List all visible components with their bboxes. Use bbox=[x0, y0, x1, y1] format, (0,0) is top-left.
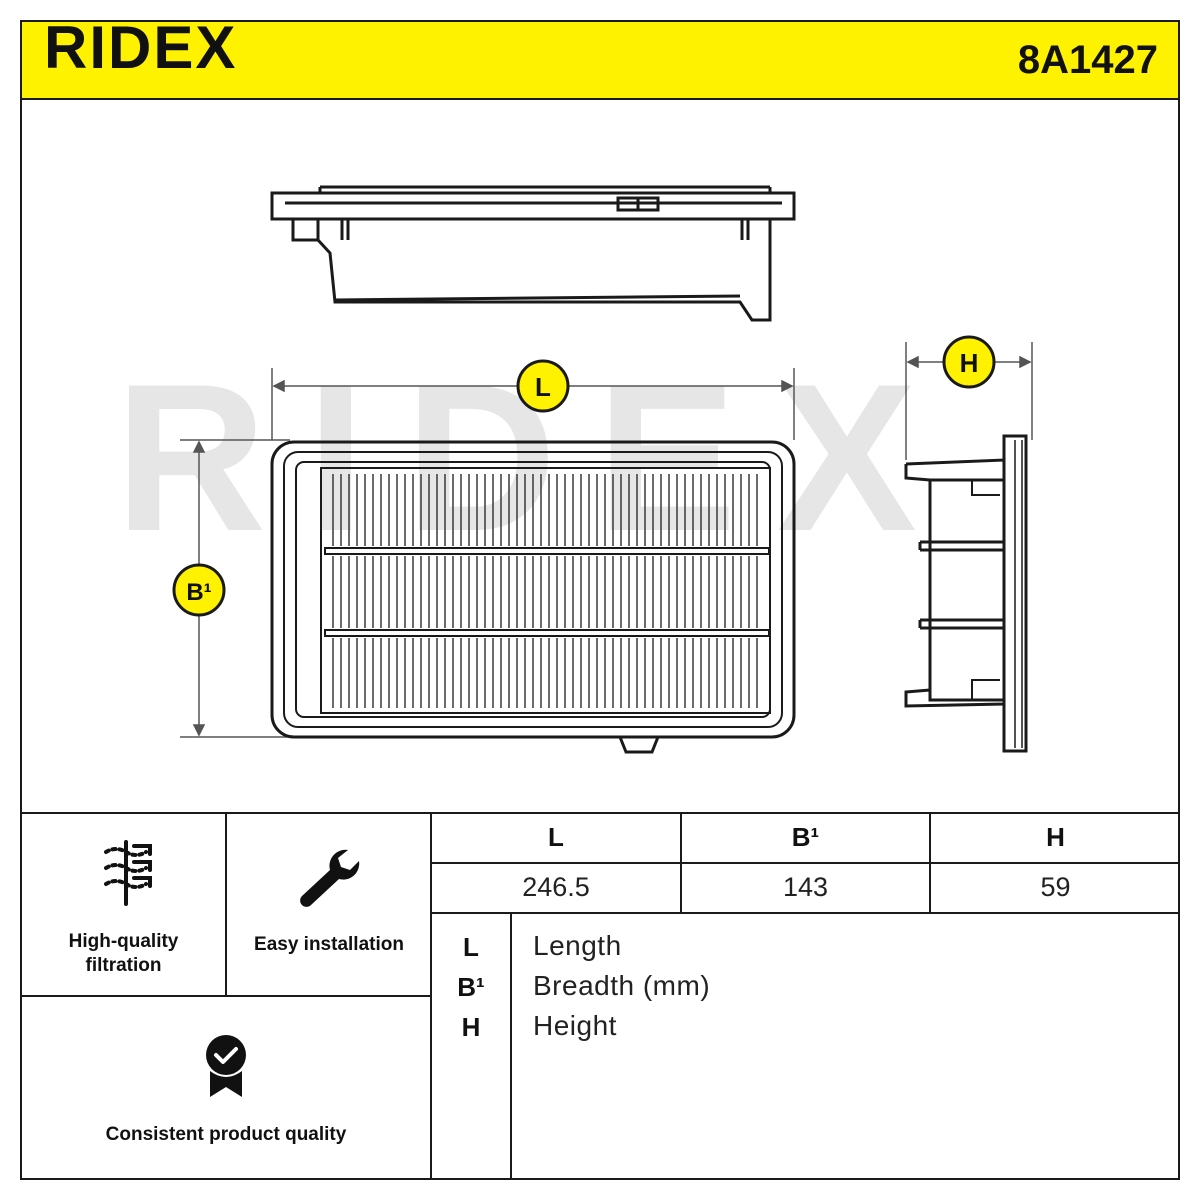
table-col-divider-2 bbox=[929, 812, 931, 912]
table-header-length: L bbox=[548, 822, 564, 852]
divider-feature-rows bbox=[20, 995, 432, 997]
feature-label-filtration-line1: High-quality bbox=[68, 931, 179, 952]
table-value-length: 246.5 bbox=[522, 872, 590, 902]
height-badge bbox=[942, 335, 996, 389]
breadth-badge-label: B¹ bbox=[186, 579, 211, 606]
legend-value-height: Height bbox=[533, 1010, 617, 1041]
table-value-breadth: 143 bbox=[782, 872, 829, 902]
table-values-divider bbox=[430, 912, 1180, 914]
feature-label-installation: Easy installation bbox=[254, 934, 404, 955]
wrench-icon bbox=[300, 849, 360, 907]
height-badge-label: H bbox=[960, 348, 979, 378]
filter-pleats bbox=[332, 474, 758, 708]
length-badge-label: L bbox=[535, 372, 551, 402]
table-value-height: 59 bbox=[1040, 872, 1071, 902]
feature-label-filtration-line2: filtration bbox=[85, 955, 162, 976]
watermark: RIDEX bbox=[115, 340, 957, 575]
page-frame bbox=[20, 20, 1180, 1180]
filtration-icon bbox=[104, 840, 152, 906]
legend-key-breadth: B¹ bbox=[457, 972, 485, 1002]
legend-divider bbox=[510, 912, 512, 1180]
top-profile-view bbox=[270, 185, 796, 322]
feature-label-filtration: High-quality filtration bbox=[22, 930, 225, 978]
legend-key-height: H bbox=[461, 1012, 481, 1042]
table-header-breadth: B¹ bbox=[791, 822, 820, 852]
table-col-divider-1 bbox=[680, 812, 682, 912]
part-number: 8A1427 bbox=[1017, 38, 1158, 82]
breadth-badge bbox=[172, 563, 226, 617]
feature-label-quality: Consistent product quality bbox=[105, 1124, 347, 1145]
front-filter-view bbox=[270, 440, 796, 754]
length-badge bbox=[516, 359, 570, 413]
table-header-height: H bbox=[1046, 822, 1065, 852]
legend-key-length: L bbox=[463, 932, 479, 962]
side-profile-view bbox=[904, 434, 1028, 753]
table-top-border bbox=[20, 812, 1180, 814]
legend-value-length: Length bbox=[533, 930, 622, 961]
legend-value-breadth: Breadth (mm) bbox=[533, 970, 711, 1001]
quality-badge-icon bbox=[206, 1035, 246, 1097]
divider-features bbox=[225, 812, 227, 996]
brand-logo: RIDEX bbox=[44, 14, 238, 81]
table-header-divider bbox=[430, 862, 1180, 864]
